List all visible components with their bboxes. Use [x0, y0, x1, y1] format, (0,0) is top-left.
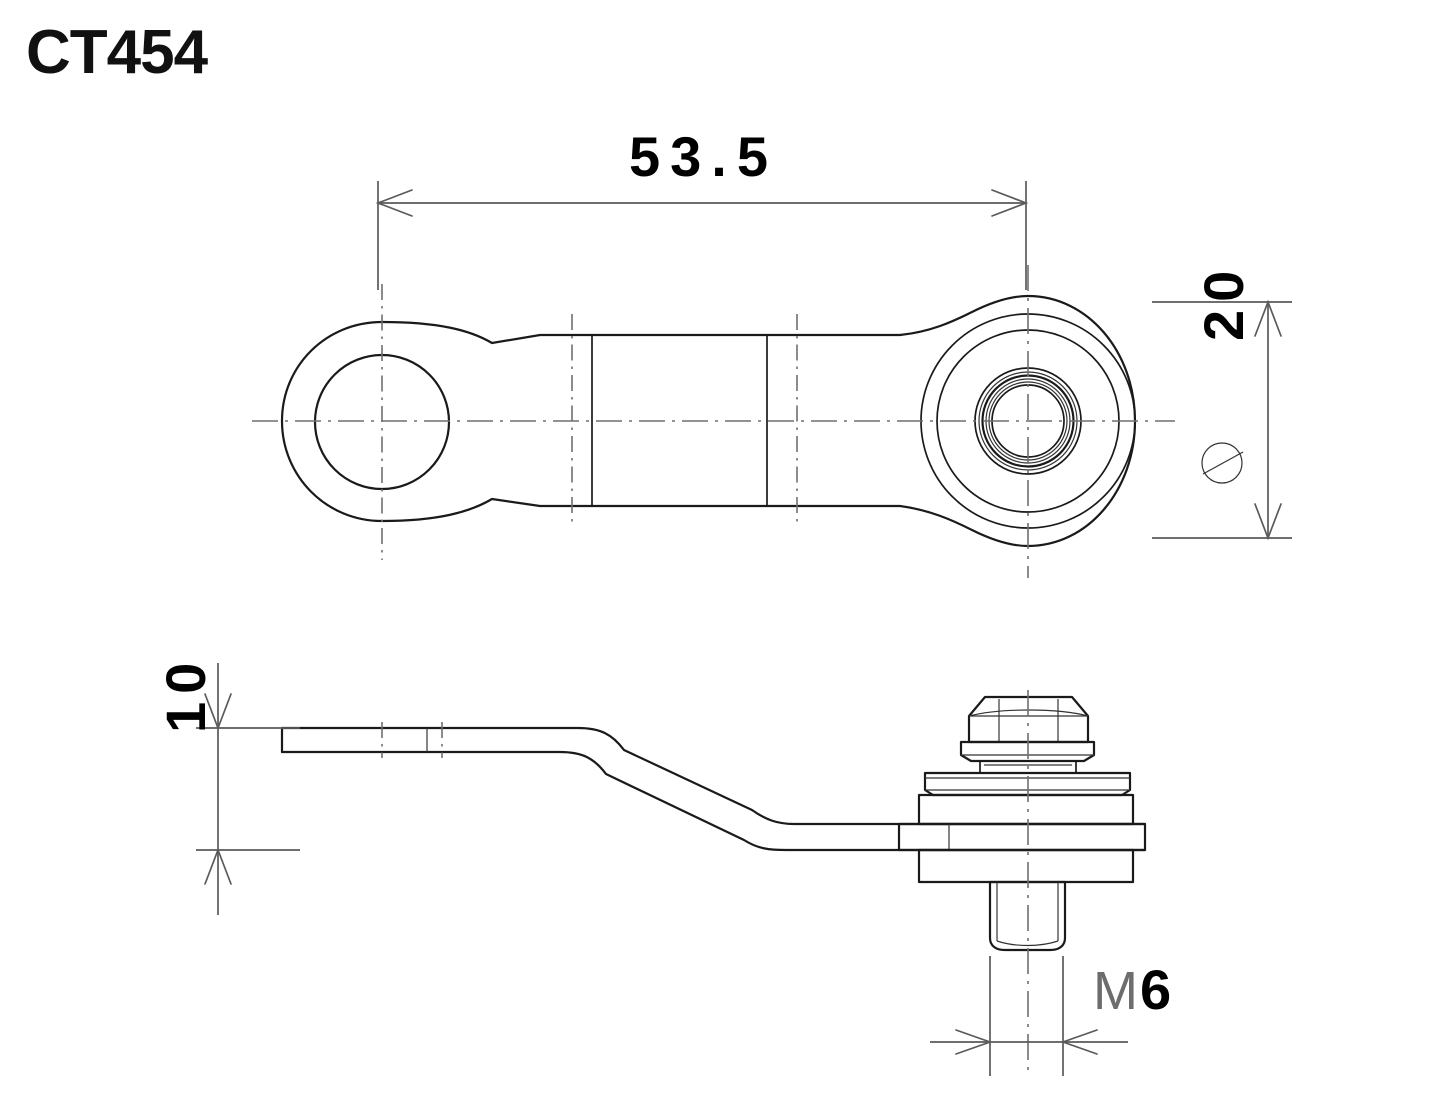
- dimension-label-height: 10: [154, 654, 217, 733]
- arrowhead-bottom: [1254, 503, 1282, 541]
- dimension-label-thread: M6: [1093, 961, 1173, 1021]
- page-title: CT454: [26, 18, 208, 87]
- arrowhead-bottom: [204, 847, 232, 885]
- arrowhead-left: [955, 1029, 993, 1055]
- side-view-group: [280, 690, 1147, 1075]
- arrowhead-top: [1254, 299, 1282, 337]
- thread-size-value: 6: [1139, 958, 1174, 1021]
- diameter-symbol-icon: [1201, 442, 1244, 484]
- dimension-height-10: [196, 663, 300, 915]
- thread-prefix-glyph: M: [1093, 961, 1140, 1021]
- arrowhead-right: [991, 189, 1029, 217]
- dimension-length-53-5: [375, 181, 1029, 290]
- side-arm-profile-lower: [280, 750, 1147, 852]
- bushing-body-lower: [917, 848, 1135, 884]
- dimension-label-diameter: 20: [1192, 262, 1255, 341]
- arm-plate-at-joint: [897, 822, 1147, 852]
- arrowhead-right: [1060, 1029, 1098, 1055]
- dimension-diameter-20: [1152, 299, 1292, 541]
- dimension-thread-m6: [930, 956, 1128, 1076]
- side-arm-profile: [280, 726, 1147, 826]
- threaded-stud: [988, 880, 1067, 952]
- arrowhead-top: [204, 693, 232, 731]
- arrowhead-left: [375, 189, 413, 217]
- bushing-body-upper: [917, 793, 1135, 826]
- top-view-group: [252, 265, 1175, 578]
- dimension-label-length: 53.5: [629, 125, 778, 188]
